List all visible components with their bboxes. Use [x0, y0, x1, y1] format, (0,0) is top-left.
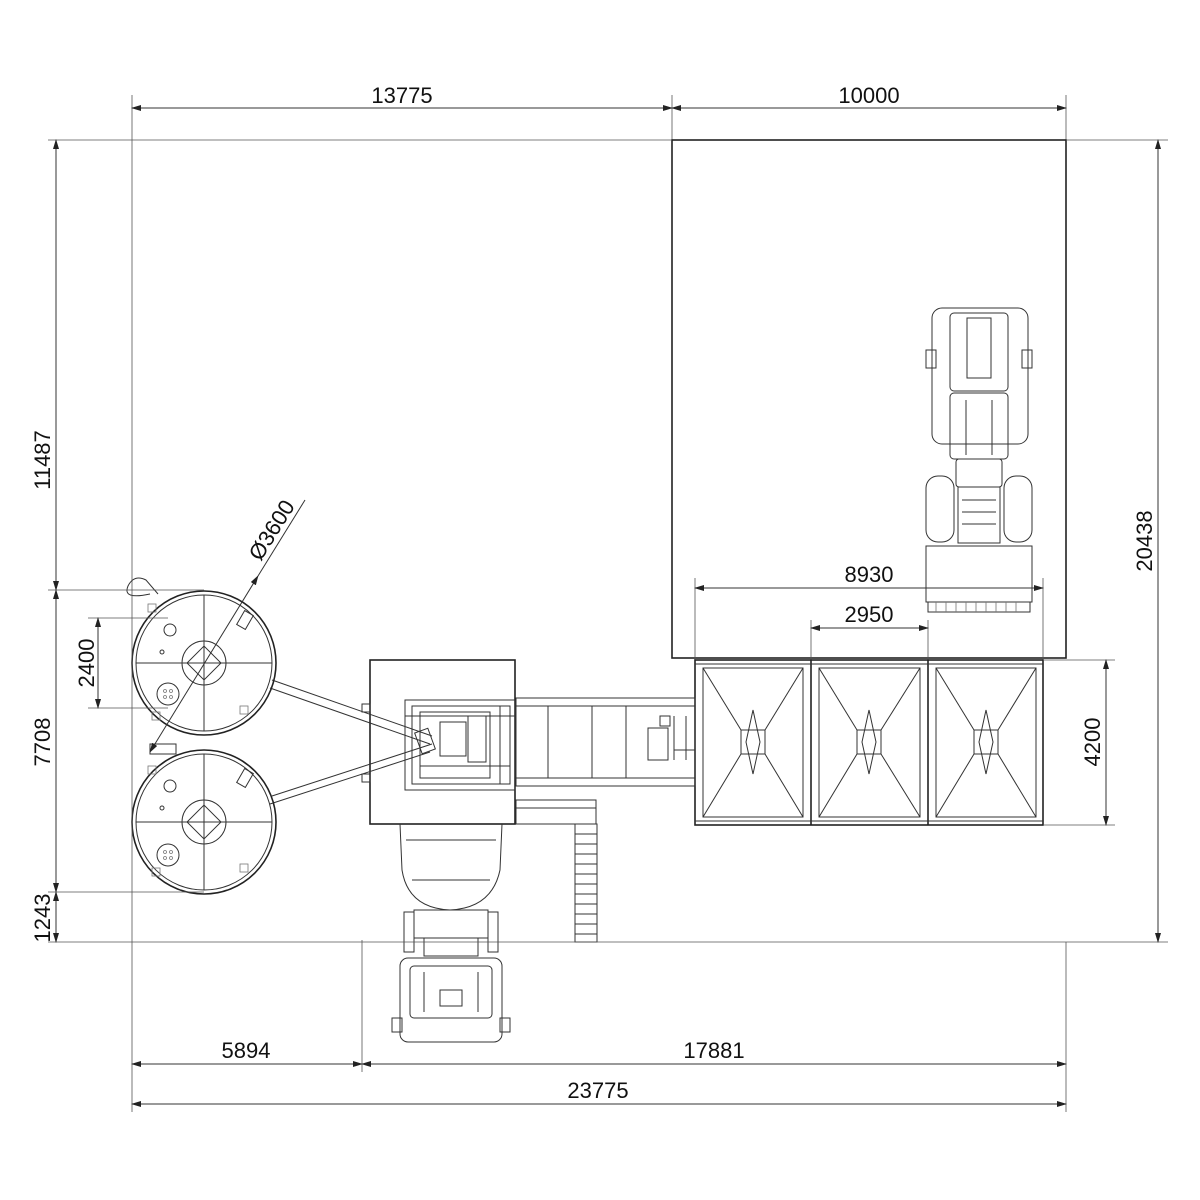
bottom-dimensions: 5894 17881 23775: [131, 585, 1067, 1112]
cement-silo-lower: [131, 743, 277, 895]
dim-13775: 13775: [371, 83, 432, 108]
cement-silo-upper: [126, 577, 277, 736]
dim-23775: 23775: [567, 1078, 628, 1103]
screw-conveyors: [269, 679, 433, 805]
dim-8930: 8930: [845, 562, 894, 587]
dim-5894: 5894: [222, 1038, 271, 1063]
dim-2400: 2400: [74, 639, 99, 688]
right-dimensions: 20438 4200: [1043, 139, 1168, 943]
bin-dimensions: 8930 2950: [694, 562, 1044, 660]
dim-17881: 17881: [683, 1038, 744, 1063]
mixing-station: [361, 659, 516, 825]
access-stairs: [515, 799, 598, 943]
top-dimensions: 13775 10000: [131, 83, 1067, 585]
bin-hopper-2: [818, 667, 921, 818]
aggregate-bins: [694, 659, 1044, 826]
belt-conveyor: [515, 697, 696, 787]
aggregate-storage-area: [671, 139, 1067, 659]
dim-1243: 1243: [30, 894, 55, 943]
dim-11487: 11487: [30, 430, 55, 490]
dim-20438: 20438: [1132, 510, 1157, 571]
silo-diameter-dimension: Ø3600: [149, 495, 306, 753]
dim-2950: 2950: [845, 602, 894, 627]
mixer-truck-icon: [391, 823, 511, 1043]
left-dimensions: 11487 7708 1243 2400: [30, 139, 1066, 943]
bin-hopper-1: [702, 667, 804, 818]
dim-4200: 4200: [1080, 718, 1105, 767]
wheel-loader-icon: [925, 307, 1033, 613]
bin-hopper-3: [935, 667, 1037, 818]
dim-10000: 10000: [838, 83, 899, 108]
dim-7708: 7708: [30, 718, 55, 767]
